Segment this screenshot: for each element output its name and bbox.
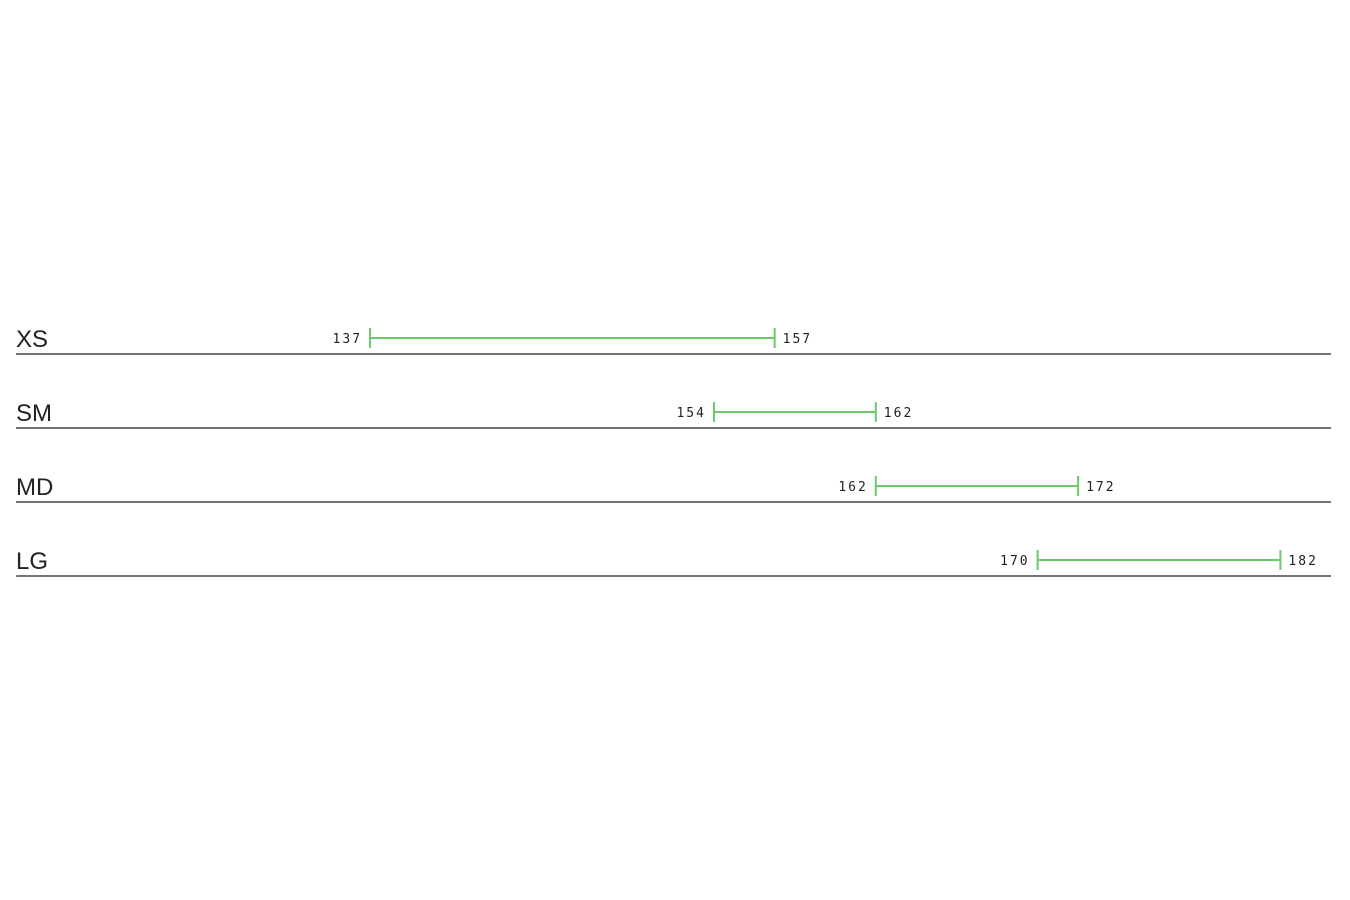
row-label-md: MD <box>16 474 53 501</box>
size-row-lg: LG 170 182 <box>16 548 1331 577</box>
range-max-label-lg: 182 <box>1288 554 1317 569</box>
row-label-sm: SM <box>16 400 52 427</box>
range-max-label-md: 172 <box>1086 480 1115 495</box>
range-min-label-lg: 170 <box>1000 554 1029 569</box>
range-min-label-md: 162 <box>838 480 867 495</box>
range-max-label-sm: 162 <box>884 406 913 421</box>
size-row-sm: SM 154 162 <box>16 400 1331 429</box>
row-label-xs: XS <box>16 326 48 353</box>
range-min-label-xs: 137 <box>333 332 362 347</box>
range-min-label-sm: 154 <box>676 406 705 421</box>
size-row-xs: XS 137 157 <box>16 326 1331 355</box>
row-label-lg: LG <box>16 548 48 575</box>
range-max-label-xs: 157 <box>783 332 812 347</box>
size-row-md: MD 162 172 <box>16 474 1331 503</box>
